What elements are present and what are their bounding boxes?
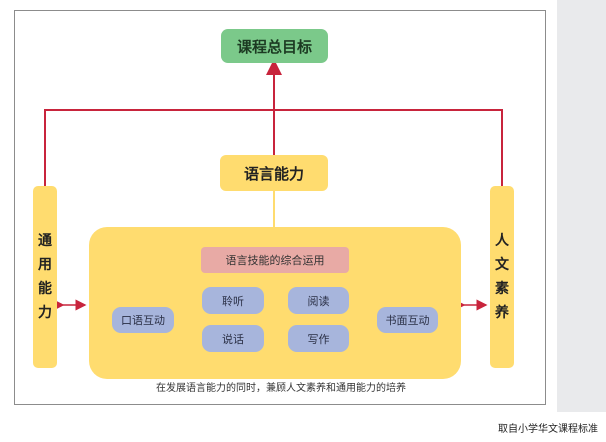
course-goal-box: 课程总目标 bbox=[221, 29, 328, 63]
written-interaction-pill: 书面互动 bbox=[377, 307, 438, 333]
language-ability-box: 语言能力 bbox=[220, 155, 328, 191]
oral-interaction-pill: 口语互动 bbox=[112, 307, 174, 333]
skills-integration-box: 语言技能的综合运用 bbox=[201, 247, 349, 273]
humanistic-literacy-char: 文 bbox=[495, 257, 509, 273]
humanistic-literacy-box: 人 文 素 养 bbox=[490, 186, 514, 368]
listening-pill: 聆听 bbox=[202, 287, 264, 314]
source-note: 取自小学华文课程标准 bbox=[498, 424, 598, 435]
right-connector-line bbox=[274, 109, 503, 188]
left-connector-line bbox=[44, 109, 274, 188]
side-panel bbox=[557, 0, 606, 412]
writing-pill: 写作 bbox=[288, 325, 349, 352]
humanistic-literacy-char: 人 bbox=[495, 233, 509, 249]
general-ability-char: 力 bbox=[38, 305, 52, 321]
speaking-pill: 说话 bbox=[202, 325, 264, 352]
reading-pill: 阅读 bbox=[288, 287, 349, 314]
general-ability-box: 通 用 能 力 bbox=[33, 186, 57, 368]
general-ability-char: 能 bbox=[38, 281, 52, 297]
humanistic-literacy-char: 素 bbox=[495, 281, 509, 297]
general-ability-char: 用 bbox=[38, 257, 52, 273]
diagram-caption: 在发展语言能力的同时，兼顾人文素养和通用能力的培养 bbox=[156, 383, 406, 394]
diagram-frame: 课程总目标 语言能力 通 用 能 力 人 文 素 养 语言技能的综合运用 聆听 … bbox=[14, 10, 546, 405]
humanistic-literacy-char: 养 bbox=[495, 305, 509, 321]
general-ability-char: 通 bbox=[38, 233, 52, 249]
